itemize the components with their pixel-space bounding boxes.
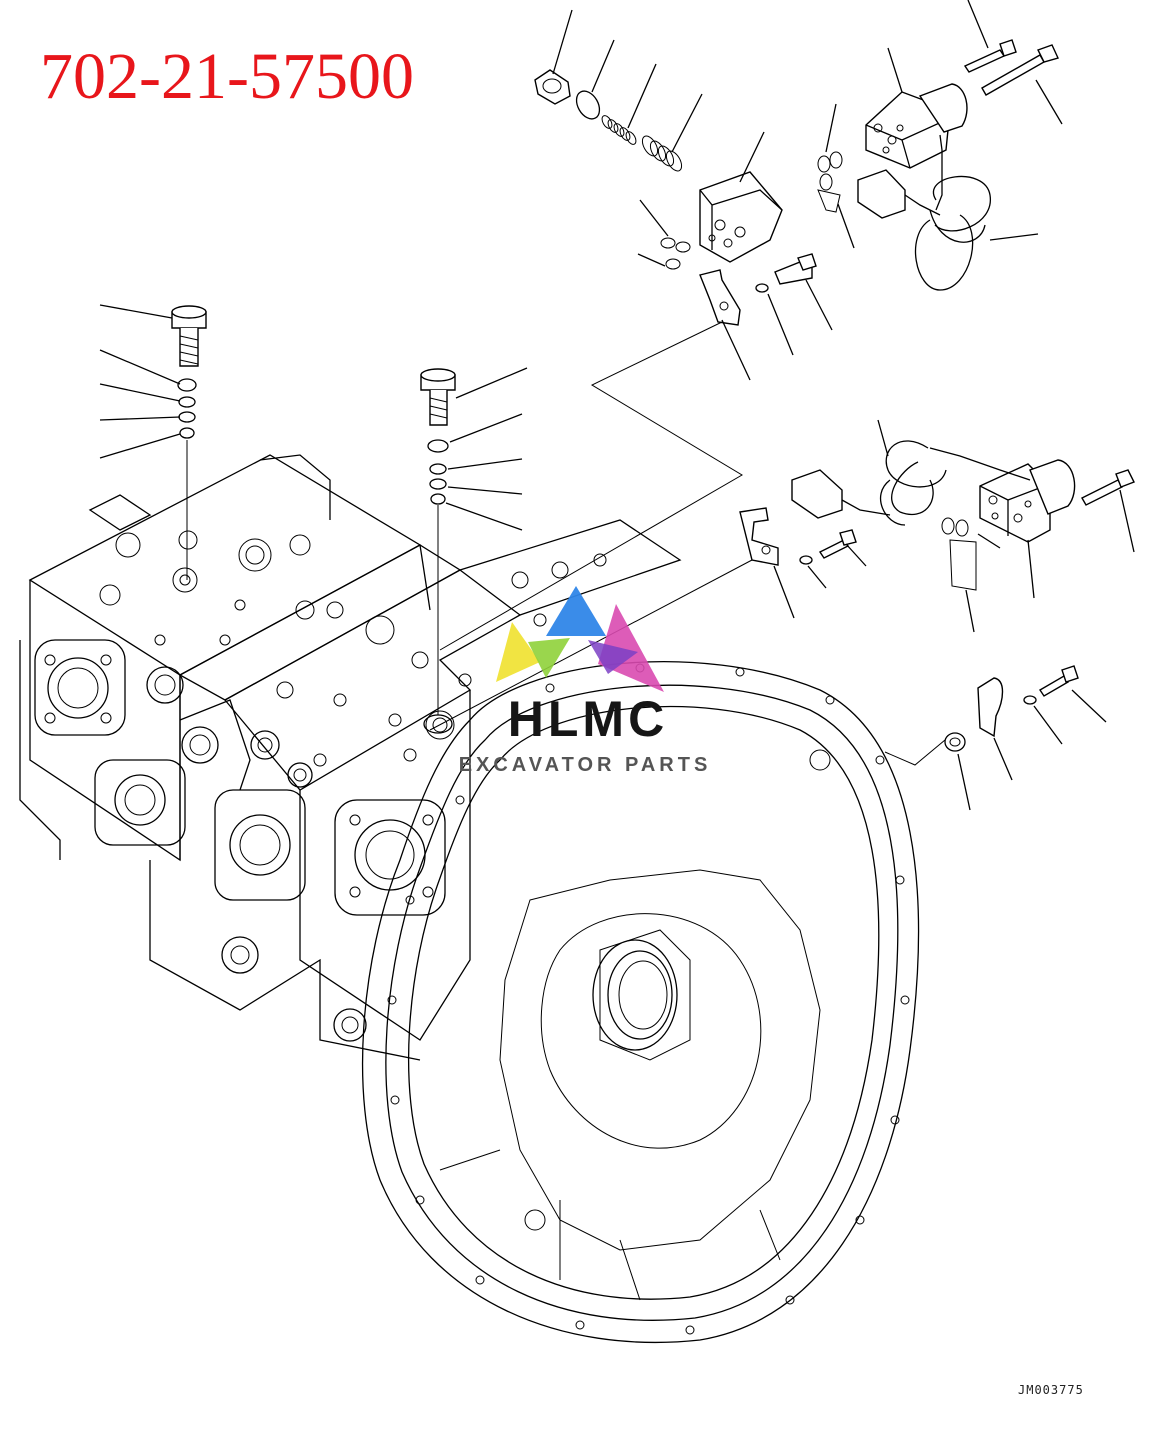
main-pump-body [19,454,682,1061]
clamp-bracket-group [884,665,1107,811]
solenoid-top-right [817,0,1063,291]
watermark-brand-name: HLMC [507,691,669,747]
watermark-subtitle: EXCAVATOR PARTS [458,754,712,776]
plug-assembly-middle [420,367,528,734]
valve-assembly-top [439,9,833,651]
flywheel-housing [361,661,920,1344]
part-number-title: 702-21-57500 [40,40,414,113]
solenoid-middle-right [429,419,1135,731]
watermark-logo-icon [496,586,664,692]
plug-assembly-left [99,304,207,580]
drawing-id: JM003775 [1018,1383,1084,1397]
